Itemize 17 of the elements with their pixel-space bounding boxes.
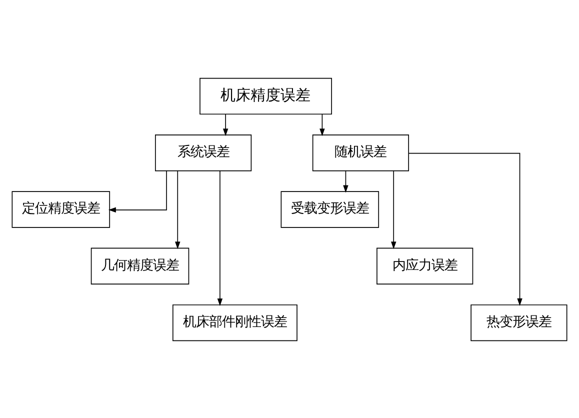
arrow: [408, 152, 522, 306]
node-box: 几何精度误差: [90, 247, 190, 284]
arrow: [343, 170, 348, 192]
node-box: 热变形误差: [470, 304, 568, 341]
node-box: 受载变形误差: [280, 190, 380, 228]
arrow: [108, 170, 167, 212]
node-box: 内应力误差: [376, 247, 474, 284]
arrow: [390, 170, 396, 249]
node-box: 随机误差: [312, 134, 410, 171]
arrow: [320, 113, 325, 136]
arrow: [217, 170, 223, 306]
node-box: 系统误差: [155, 134, 252, 171]
node-box: 机床部件刚性误差: [172, 304, 298, 341]
node-box: 定位精度误差: [12, 190, 110, 228]
arrow: [222, 113, 228, 136]
arrow: [175, 170, 180, 249]
node-box: 机床精度误差: [200, 77, 332, 114]
